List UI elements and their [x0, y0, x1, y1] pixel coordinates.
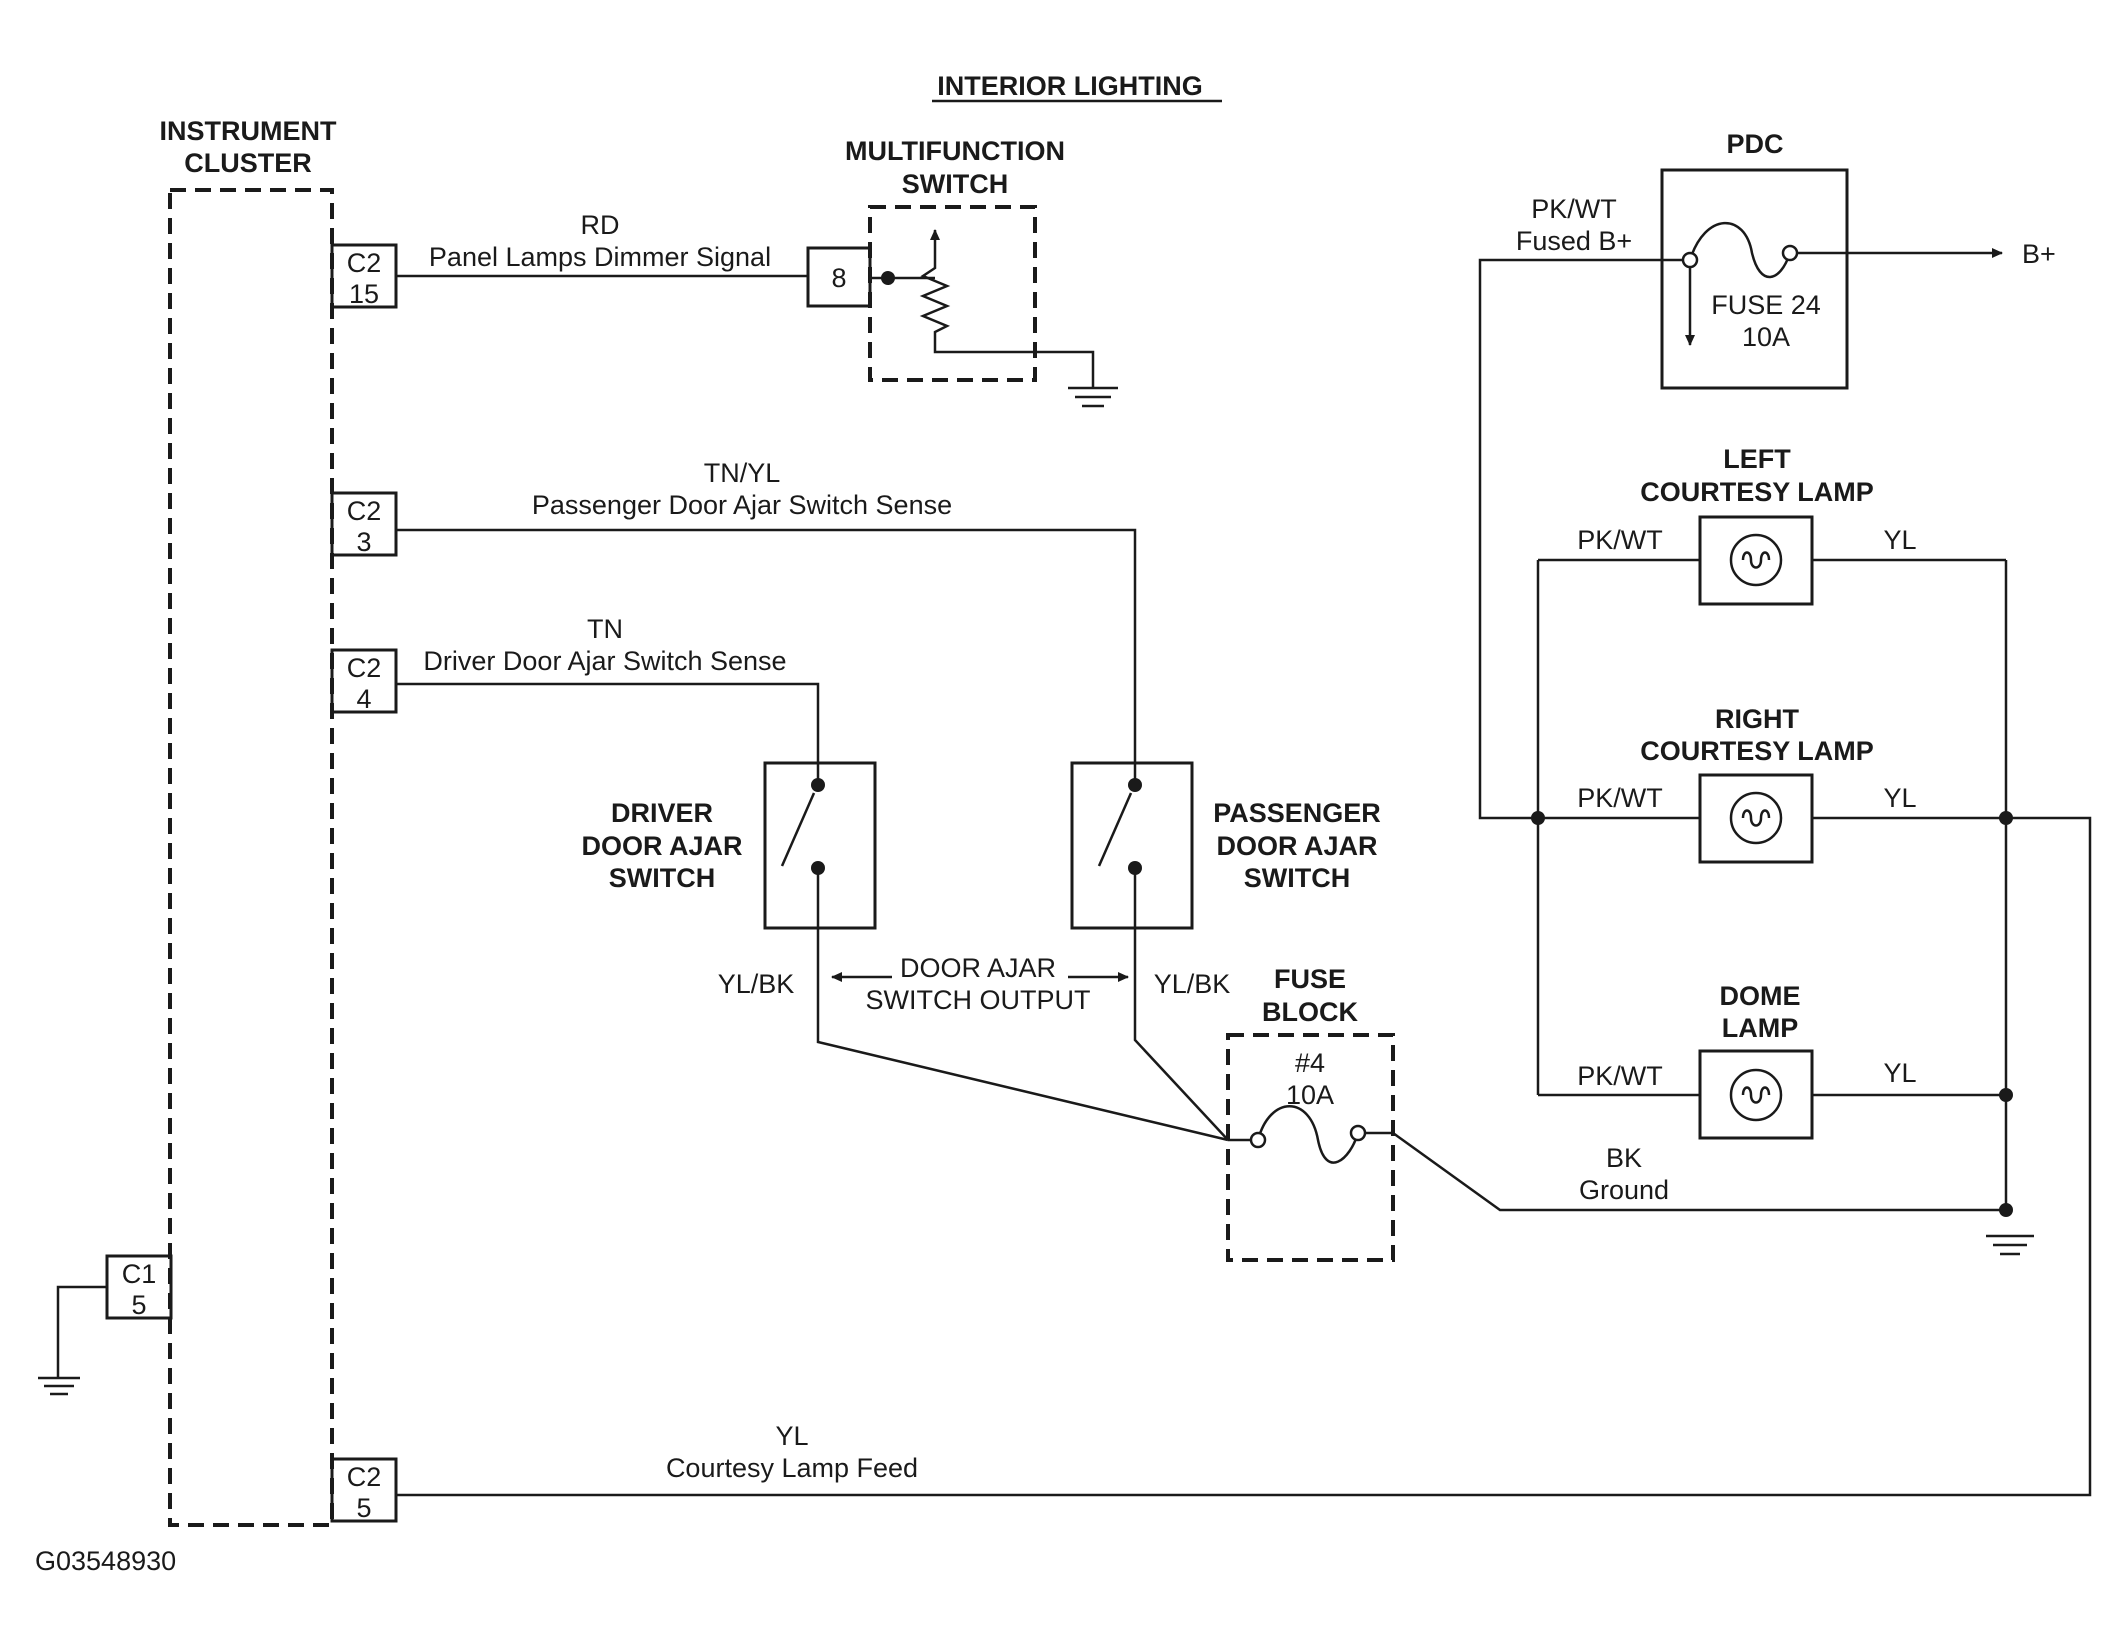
connector-c2-3: C2 3	[330, 491, 398, 557]
connector-c2-5-pin: 5	[356, 1493, 371, 1523]
right-lamp-input-color: PK/WT	[1577, 783, 1663, 813]
wire-passenger-output-color: YL/BK	[1154, 969, 1231, 999]
left-lamp-label-line2: COURTESY LAMP	[1640, 477, 1874, 507]
multifunction-switch: MULTIFUNCTION SWITCH 8	[806, 136, 1095, 388]
driver-switch-label-line1: DRIVER	[611, 798, 713, 828]
wire-ground-label: Ground	[1579, 1175, 1669, 1205]
connector-c2-5-top: C2	[347, 1462, 382, 1492]
wire-driver-sense-color: TN	[587, 614, 623, 644]
right-courtesy-lamp: RIGHT COURTESY LAMP PK/WT YL	[1538, 704, 2006, 864]
passenger-door-ajar-switch: PASSENGER DOOR AJAR SWITCH	[1070, 761, 1381, 930]
pdc-fuse-rating: 10A	[1742, 322, 1790, 352]
pdc-fuse-number: FUSE 24	[1711, 290, 1821, 320]
splice-dome	[1999, 1088, 2013, 1102]
multifunction-switch-label-line2: SWITCH	[902, 169, 1008, 199]
connector-c1-5-pin: 5	[131, 1290, 146, 1320]
wire-courtesy-feed-color: YL	[775, 1421, 808, 1451]
connector-c1-5: C1 5	[105, 1254, 173, 1320]
wire-fused-b-label: Fused B+	[1516, 226, 1632, 256]
wire-courtesy-feed-label: Courtesy Lamp Feed	[666, 1453, 918, 1483]
wire-ground	[1392, 1131, 2010, 1212]
left-lamp-bulb-icon	[1729, 533, 1783, 587]
pdc-fuse-24-icon	[1688, 221, 1792, 279]
dome-lamp-output-color: YL	[1883, 1058, 1916, 1088]
wire-passenger-sense	[396, 528, 1137, 785]
connector-c2-3-pin: 3	[356, 527, 371, 557]
dome-lamp-label-line1: DOME	[1720, 981, 1801, 1011]
left-lamp-label-line1: LEFT	[1723, 444, 1791, 474]
wire-fused-b	[1478, 258, 1683, 820]
wire-ground-color: BK	[1606, 1143, 1642, 1173]
wire-dimmer-label: Panel Lamps Dimmer Signal	[429, 242, 771, 272]
multifunction-switch-label-line1: MULTIFUNCTION	[845, 136, 1065, 166]
battery-label: B+	[2022, 239, 2056, 269]
right-lamp-output-color: YL	[1883, 783, 1916, 813]
connector-c2-15-top: C2	[347, 248, 382, 278]
instrument-cluster-label-line2: CLUSTER	[184, 148, 312, 178]
right-lamp-label-line2: COURTESY LAMP	[1640, 736, 1874, 766]
wire-driver-sense-label: Driver Door Ajar Switch Sense	[423, 646, 786, 676]
driver-switch-label-line3: SWITCH	[609, 863, 715, 893]
connector-c2-15: C2 15	[330, 243, 398, 309]
fuse-4-number: #4	[1295, 1048, 1325, 1078]
passenger-switch-label-line3: SWITCH	[1244, 863, 1350, 893]
multifunction-pin-number: 8	[831, 263, 846, 293]
lamp-ground-icon	[1986, 1234, 2034, 1256]
diagram-title: INTERIOR LIGHTING	[937, 71, 1203, 101]
wire-fused-b-color: PK/WT	[1531, 194, 1617, 224]
cluster-ground-icon	[38, 1285, 107, 1396]
left-lamp-output-color: YL	[1883, 525, 1916, 555]
right-lamp-bulb-icon	[1729, 791, 1783, 845]
connector-c1-5-top: C1	[122, 1259, 157, 1289]
dome-lamp-input-color: PK/WT	[1577, 1061, 1663, 1091]
dome-lamp-label-line2: LAMP	[1722, 1013, 1799, 1043]
figure-id: G03548930	[35, 1546, 176, 1576]
driver-door-ajar-switch: DRIVER DOOR AJAR SWITCH	[581, 761, 877, 930]
wire-passenger-switch-output	[1133, 868, 1229, 1141]
wire-passenger-sense-color: TN/YL	[704, 458, 781, 488]
connector-c2-4: C2 4	[330, 648, 398, 714]
fuse-block-label-line1: FUSE	[1274, 964, 1346, 994]
splice-supply	[1531, 811, 1545, 825]
fuse-block: FUSE BLOCK #4 10A	[1226, 964, 1395, 1262]
dimmer-rheostat-icon	[919, 262, 1095, 388]
pdc: PDC FUSE 24 10A	[1660, 129, 1849, 390]
left-courtesy-lamp: LEFT COURTESY LAMP PK/WT YL	[1538, 444, 2006, 606]
connector-c2-15-pin: 15	[349, 279, 379, 309]
instrument-cluster: INSTRUMENT CLUSTER	[160, 116, 337, 1527]
wire-passenger-sense-label: Passenger Door Ajar Switch Sense	[532, 490, 952, 520]
wire-driver-switch-output	[816, 868, 1229, 1142]
wire-courtesy-feed	[396, 816, 2092, 1497]
right-lamp-label-line1: RIGHT	[1715, 704, 1800, 734]
wire-dimmer-color: RD	[581, 210, 620, 240]
wire-driver-output-color: YL/BK	[718, 969, 795, 999]
fuse-block-label-line2: BLOCK	[1262, 997, 1358, 1027]
switch-output-label-line2: SWITCH OUTPUT	[866, 985, 1091, 1015]
dome-lamp-bulb-icon	[1729, 1068, 1783, 1122]
connector-c2-4-pin: 4	[356, 684, 371, 714]
switch-output-label-line1: DOOR AJAR	[900, 953, 1056, 983]
pdc-label: PDC	[1726, 129, 1783, 159]
fuse-4-rating: 10A	[1286, 1080, 1334, 1110]
instrument-cluster-box	[168, 188, 334, 1527]
left-lamp-input-color: PK/WT	[1577, 525, 1663, 555]
passenger-switch-label-line1: PASSENGER	[1213, 798, 1381, 828]
connector-c2-3-top: C2	[347, 496, 382, 526]
connector-c2-5: C2 5	[330, 1457, 398, 1523]
fuse-4-icon	[1256, 1105, 1360, 1164]
passenger-switch-label-line2: DOOR AJAR	[1216, 831, 1377, 861]
multifunction-ground-icon	[1068, 386, 1118, 408]
instrument-cluster-label-line1: INSTRUMENT	[160, 116, 337, 146]
dome-lamp: DOME LAMP PK/WT YL	[1538, 981, 2006, 1140]
connector-c2-4-top: C2	[347, 653, 382, 683]
wire-driver-sense	[396, 682, 820, 785]
splice-ground	[1999, 1203, 2013, 1217]
driver-switch-label-line2: DOOR AJAR	[581, 831, 742, 861]
